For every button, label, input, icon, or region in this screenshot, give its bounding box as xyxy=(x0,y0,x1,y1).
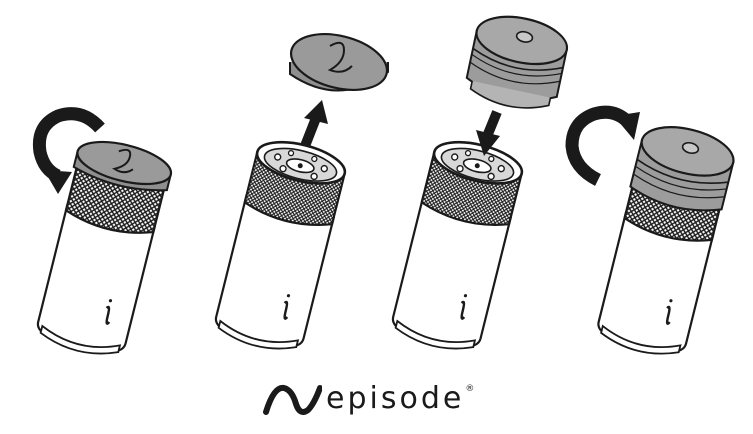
step-3-device xyxy=(391,140,524,350)
step-2-device xyxy=(214,140,347,350)
arrow-down-icon xyxy=(476,110,502,156)
wave-logo-icon xyxy=(263,384,322,415)
brand-logo: episode ® xyxy=(262,372,474,418)
rotate-clockwise-arrow-icon xyxy=(565,105,640,186)
brand-name: episode xyxy=(326,381,465,416)
step-4-device xyxy=(597,126,735,355)
arrow-up-icon xyxy=(300,100,328,148)
step-1-device xyxy=(36,140,173,355)
step-3-cartridge xyxy=(465,15,569,109)
step-2-cap-removed xyxy=(289,33,389,92)
rotate-counterclockwise-arrow-icon xyxy=(32,107,105,194)
registered-mark: ® xyxy=(465,384,475,394)
